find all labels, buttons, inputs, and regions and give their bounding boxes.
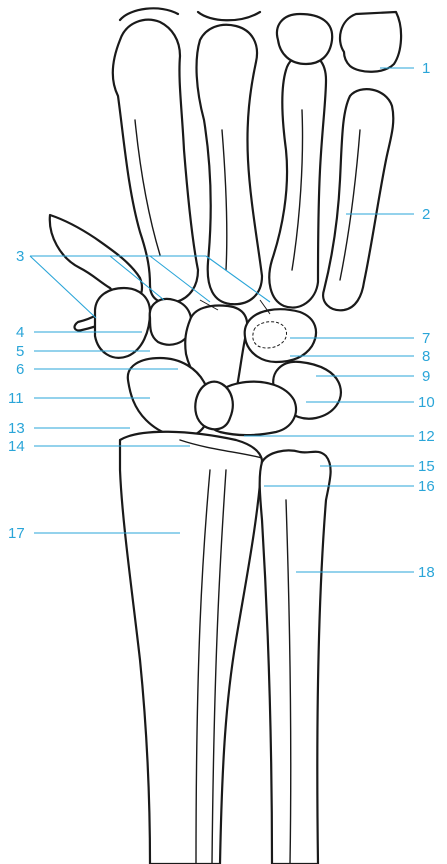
label-5: 5 xyxy=(16,343,24,360)
label-7: 7 xyxy=(422,330,430,347)
label-15: 15 xyxy=(418,458,435,475)
label-1: 1 xyxy=(422,60,430,77)
label-17: 17 xyxy=(8,525,25,542)
label-2: 2 xyxy=(422,206,430,223)
label-9: 9 xyxy=(422,368,430,385)
radius xyxy=(120,432,262,864)
label-8: 8 xyxy=(422,348,430,365)
phalanx-stub-middle xyxy=(198,12,260,20)
label-13: 13 xyxy=(8,420,25,437)
label-14: 14 xyxy=(8,438,25,455)
phalanx-stub-left xyxy=(120,8,178,20)
label-10: 10 xyxy=(418,394,435,411)
label-12: 12 xyxy=(418,428,435,445)
label-18: 18 xyxy=(418,564,435,581)
phalanx-proximal-1 xyxy=(277,14,332,64)
metacarpal-1 xyxy=(323,89,393,310)
hamate xyxy=(95,288,150,358)
ulna xyxy=(260,450,331,864)
label-11: 11 xyxy=(8,390,24,407)
label-4: 4 xyxy=(16,324,24,341)
phalanx-thumb xyxy=(340,12,401,72)
label-3: 3 xyxy=(16,248,24,265)
label-6: 6 xyxy=(16,361,24,378)
lunate xyxy=(195,382,233,430)
metacarpal-3 xyxy=(197,25,262,304)
label-16: 16 xyxy=(418,478,435,495)
trapezoid xyxy=(245,309,316,362)
metacarpal-2 xyxy=(269,54,326,308)
